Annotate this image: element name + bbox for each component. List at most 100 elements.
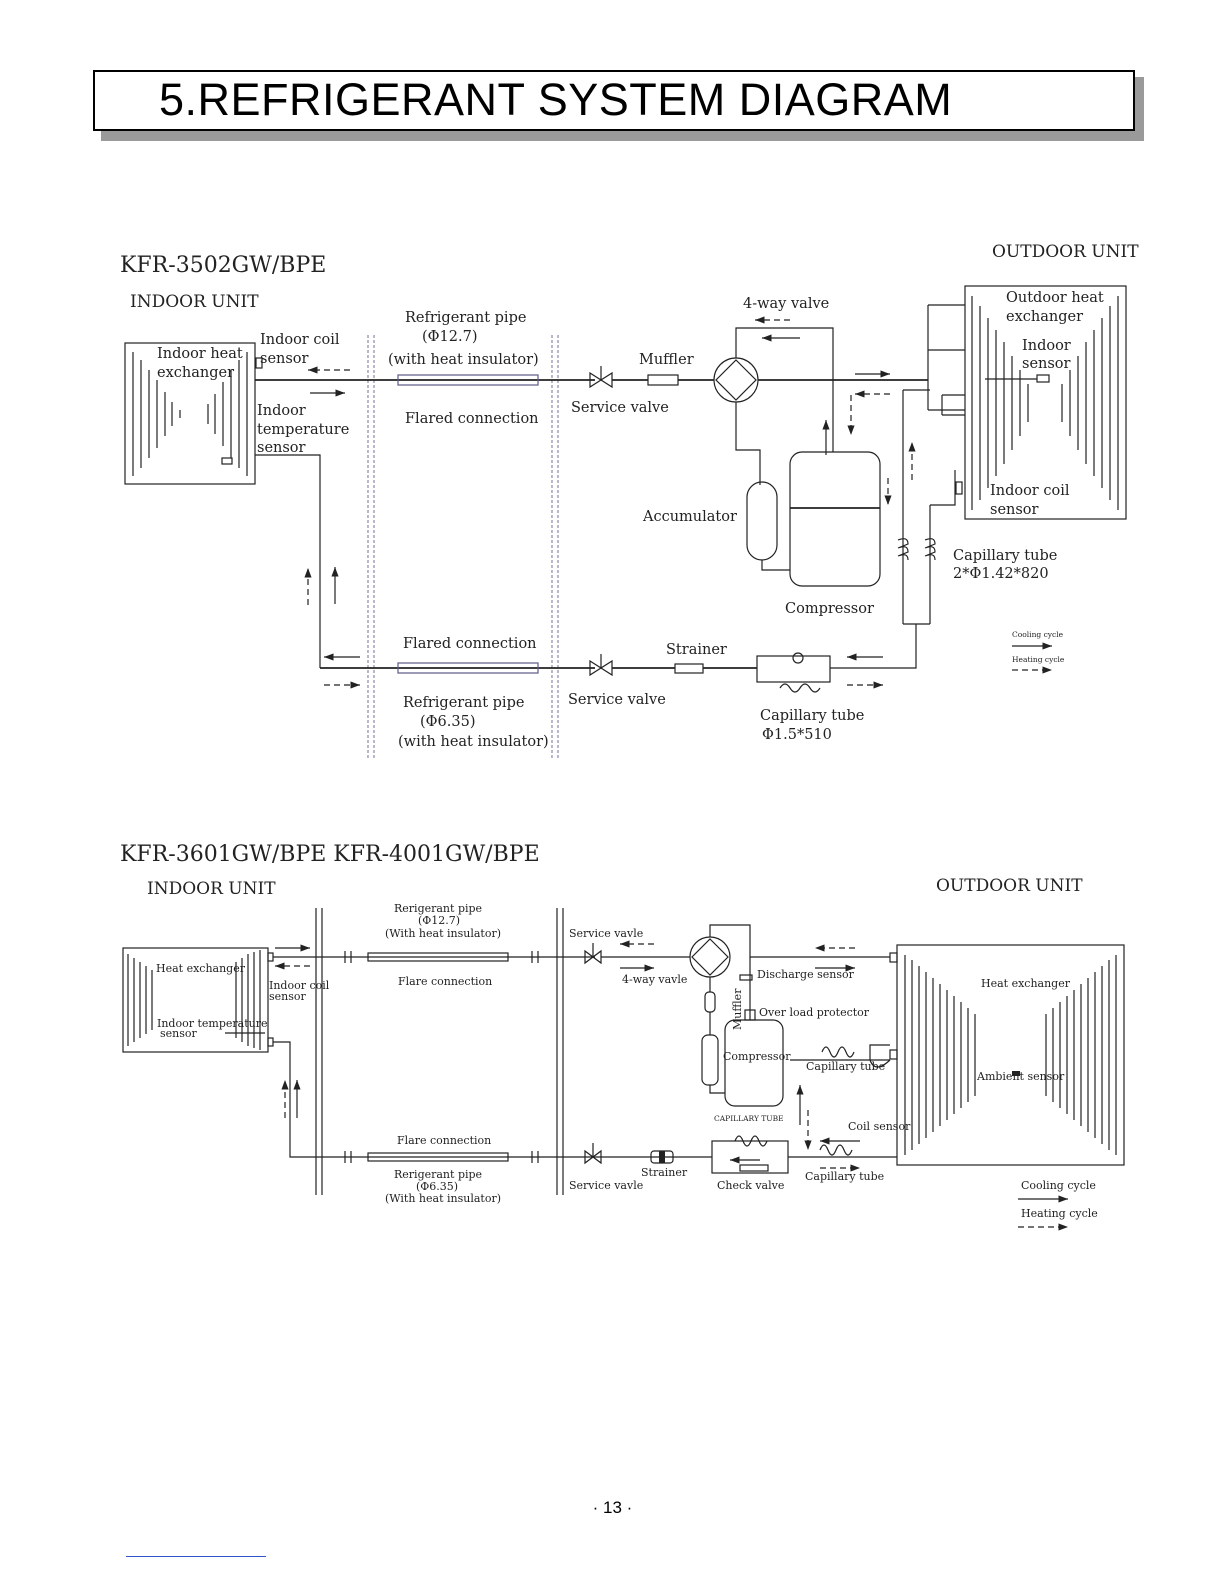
d1-outdoor-indoor-sensor [1036, 374, 1050, 383]
d2-ambient-sensor [1012, 1071, 1020, 1076]
d1-capillary-tube-right-label-1: Capillary tube [953, 548, 1057, 564]
d2-flare-top-label: Flare connection [398, 975, 492, 988]
d2-compressor-label: Compressor [723, 1050, 791, 1063]
diagram-2: KFR-3601GW/BPE KFR-4001GW/BPE INDOOR UNI… [120, 842, 1125, 1231]
d1-capillary-coils-right [897, 538, 936, 561]
d1-accumulator [746, 481, 778, 561]
d2-capillary-tube-lower-label: Capillary tube [805, 1170, 884, 1183]
d1-bottom-pipe-label-3: (with heat insulator) [398, 734, 549, 750]
d1-top-pipe-label-3: (with heat insulator) [388, 352, 539, 368]
d2-discharge-sensor [739, 974, 753, 981]
d1-four-way-valve [713, 357, 759, 403]
d2-capillary-coil-small [734, 1135, 768, 1147]
d2-capillary-tube-small-label: CAPILLARY TUBE [714, 1114, 784, 1123]
d1-indoor-temp-sensor-label-1: Indoor [257, 403, 306, 419]
d2-ambient-sensor-label: Ambient sensor [976, 1070, 1065, 1083]
d1-capillary-tube-bottom-label-2: Φ1.5*510 [762, 727, 832, 743]
d1-compressor [789, 451, 881, 587]
d2-service-valve-bottom-label: Service vavle [569, 1179, 643, 1192]
d1-indoor-sensor-label-1: Indoor [1022, 338, 1071, 354]
diagram-1: KFR-3502GW/BPE INDOOR UNIT OUTDOOR UNIT … [120, 242, 1139, 760]
d1-indoor-heat-exchanger [124, 342, 256, 485]
d1-muffler-label: Muffler [639, 352, 694, 368]
d2-check-valve-box [711, 1140, 789, 1174]
d1-service-valve-top-label: Service valve [571, 400, 669, 416]
d2-indoor-unit-label: INDOOR UNIT [147, 879, 276, 899]
page-number: · 13 · [592, 1498, 633, 1517]
d1-accumulator-label: Accumulator [642, 509, 737, 525]
d1-bottom-pipe-insulator [397, 662, 539, 674]
d1-bottom-pipe-label-1: Refrigerant pipe [403, 695, 524, 711]
d1-outdoor-heat-exchanger [964, 285, 1127, 520]
d2-legend-cooling-label: Cooling cycle [1021, 1179, 1096, 1192]
d1-service-valve-bottom-label: Service valve [568, 692, 666, 708]
d1-wall-lines [367, 335, 559, 760]
d1-bottom-pipe-label-2: (Φ6.35) [420, 714, 476, 730]
d1-indoor-unit-label: INDOOR UNIT [130, 292, 259, 312]
d1-capillary-tube-bottom-label-1: Capillary tube [760, 708, 864, 724]
d2-outdoor-unit-label: OUTDOOR UNIT [936, 876, 1083, 896]
d2-four-way-valve [689, 936, 731, 978]
d2-capillary-coil-upper [821, 1046, 855, 1058]
d2-flare-bottom-label: Flare connection [397, 1134, 491, 1147]
d2-discharge-sensor-label: Discharge sensor [757, 968, 855, 981]
d2-indoor-temp-sensor-label-1: Indoor temperature [157, 1017, 267, 1030]
d2-check-valve-label: Check valve [717, 1179, 784, 1192]
d2-bottom-pipe-label-3: (With heat insulator) [385, 1192, 501, 1205]
d2-compressor [724, 1019, 784, 1107]
d1-legend-cooling-label: Cooling cycle [1012, 630, 1064, 639]
d2-bottom-pipe-insulator [367, 1152, 509, 1162]
d1-flared-bottom-label: Flared connection [403, 636, 537, 652]
d1-service-valve-bottom [589, 654, 613, 677]
d2-indoor-temp-sensor-label-2: sensor [160, 1027, 198, 1040]
page-title: 5.REFRIGERANT SYSTEM DIAGRAM [159, 74, 953, 125]
d1-indoor-heat-exchanger-label-2: exchanger [157, 365, 234, 381]
d1-indoor-temp-sensor-label-3: sensor [257, 440, 306, 456]
d1-top-pipe-insulator [397, 374, 539, 386]
d2-service-valve-top [584, 943, 602, 965]
d1-top-pipe-label-1: Refrigerant pipe [405, 310, 526, 326]
d2-check-valve [739, 1164, 769, 1172]
d2-model-label: KFR-3601GW/BPE KFR-4001GW/BPE [120, 842, 540, 867]
d2-capillary-tube-upper-label: Capillary tube [806, 1060, 885, 1073]
d1-capillary-tube-right-label-2: 2*Φ1.42*820 [953, 566, 1049, 582]
d1-outdoor-coil-sensor-label-1: Indoor coil [990, 483, 1070, 499]
d1-indoor-sensor-label-2: sensor [1022, 356, 1071, 372]
d2-top-pipe-label-1: Rerigerant pipe [394, 902, 482, 915]
d2-indoor-coil-sensor-label-2: sensor [269, 990, 307, 1003]
d2-coil-sensor-label: Coil sensor [848, 1120, 911, 1133]
d2-legend-heating-label: Heating cycle [1021, 1207, 1098, 1220]
d1-model-label: KFR-3502GW/BPE [120, 253, 326, 278]
d1-indoor-coil-sensor-label-2: sensor [260, 351, 309, 367]
d1-outdoor-unit-label: OUTDOOR UNIT [992, 242, 1139, 262]
d1-strainer-label: Strainer [666, 642, 727, 658]
d2-service-valve-bottom [584, 1143, 602, 1165]
d2-capillary-coil-lower [819, 1144, 853, 1156]
d1-legend-heating-label: Heating cycle [1012, 655, 1065, 664]
d1-flared-top-label: Flared connection [405, 411, 539, 427]
d2-heat-exchanger-right-label: Heat exchanger [981, 977, 1071, 990]
d2-wall-lines [315, 908, 564, 1195]
d2-muffler-label: Muffler [731, 988, 744, 1030]
d2-indoor-coil-sensor-label-1: Indoor coil [269, 979, 330, 992]
d2-bottom-pipe-label-1: Rerigerant pipe [394, 1168, 482, 1181]
d2-indoor-heat-exchanger [122, 947, 269, 1053]
title-box: 5.REFRIGERANT SYSTEM DIAGRAM [93, 70, 1135, 131]
d2-strainer-label: Strainer [641, 1166, 688, 1179]
d1-strainer [674, 663, 704, 674]
d1-outdoor-heat-exchanger-label-2: exchanger [1006, 309, 1083, 325]
footer-rule [126, 1556, 266, 1557]
d1-indoor-temp-sensor-label-2: temperature [257, 422, 349, 438]
d1-capillary-coil-bottom [779, 683, 821, 693]
d1-muffler [647, 374, 679, 386]
d2-top-pipe-insulator [367, 952, 509, 962]
d1-compressor-label: Compressor [785, 601, 874, 617]
d1-indoor-heat-exchanger-label-1: Indoor heat [157, 346, 243, 362]
d1-outdoor-heat-exchanger-label-1: Outdoor heat [1006, 290, 1104, 306]
d2-overload-protector-label: Over load protector [759, 1006, 870, 1019]
d2-four-way-valve-label: 4-way vavle [622, 973, 687, 986]
d1-outdoor-coil-sensor [955, 481, 963, 495]
d2-bottom-pipe-label-2: (Φ6.35) [416, 1180, 458, 1193]
